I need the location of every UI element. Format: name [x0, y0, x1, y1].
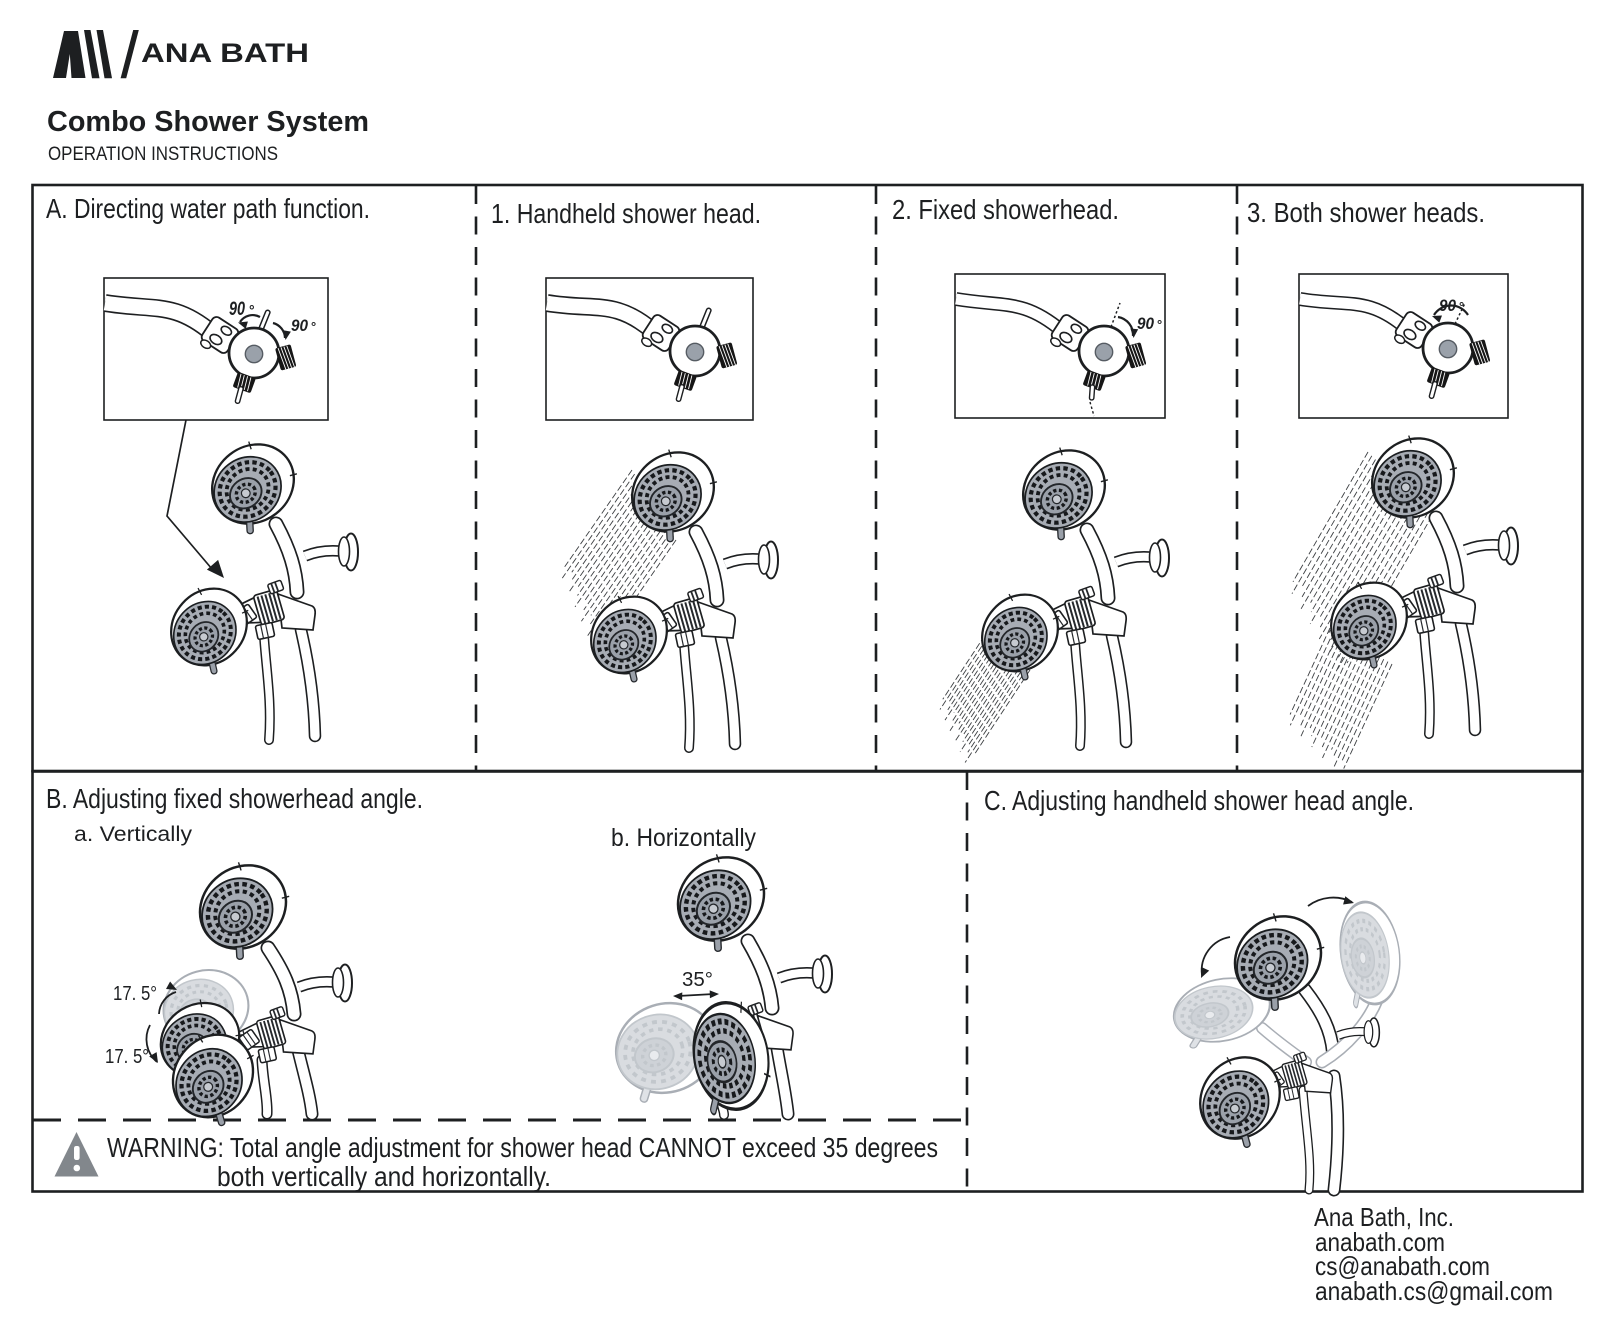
svg-text:35°: 35°	[682, 969, 713, 991]
svg-text:90: 90	[229, 299, 245, 320]
svg-text:°: °	[249, 302, 255, 318]
svg-text:ANA BATH: ANA BATH	[141, 38, 309, 68]
svg-text:anabath.cs@gmail.com: anabath.cs@gmail.com	[1315, 1276, 1553, 1306]
svg-text:a. Vertically: a. Vertically	[74, 823, 193, 846]
svg-text:cs@anabath.com: cs@anabath.com	[1315, 1251, 1490, 1281]
svg-text:1. Handheld shower head.: 1. Handheld shower head.	[491, 198, 761, 229]
svg-text:C. Adjusting handheld shower h: C. Adjusting handheld shower head angle.	[984, 785, 1414, 816]
svg-text:both vertically and horizontal: both vertically and horizontally.	[217, 1161, 551, 1192]
svg-text:B. Adjusting fixed showerhead: B. Adjusting fixed showerhead angle.	[46, 783, 423, 814]
svg-text:b. Horizontally: b. Horizontally	[611, 824, 756, 852]
svg-text:17. 5°: 17. 5°	[113, 983, 157, 1005]
svg-text:°: °	[311, 319, 316, 334]
svg-text:17. 5°: 17. 5°	[105, 1046, 149, 1068]
svg-text:WARNING: Total angle adjustmen: WARNING: Total angle adjustment for show…	[107, 1132, 938, 1163]
svg-text:A. Directing water path functi: A. Directing water path function.	[46, 193, 370, 224]
svg-text:Ana Bath, Inc.: Ana Bath, Inc.	[1314, 1202, 1454, 1232]
svg-text:3. Both shower heads.: 3. Both shower heads.	[1247, 197, 1485, 228]
svg-text:anabath.com: anabath.com	[1315, 1227, 1445, 1257]
svg-text:90: 90	[1137, 314, 1154, 333]
svg-text:2. Fixed showerhead.: 2. Fixed showerhead.	[892, 194, 1119, 225]
svg-text:°: °	[1459, 299, 1464, 314]
svg-text:90: 90	[291, 316, 308, 335]
svg-text:OPERATION INSTRUCTIONS: OPERATION INSTRUCTIONS	[48, 143, 278, 165]
svg-text:°: °	[1157, 317, 1162, 332]
svg-text:Combo Shower System: Combo Shower System	[47, 106, 369, 138]
